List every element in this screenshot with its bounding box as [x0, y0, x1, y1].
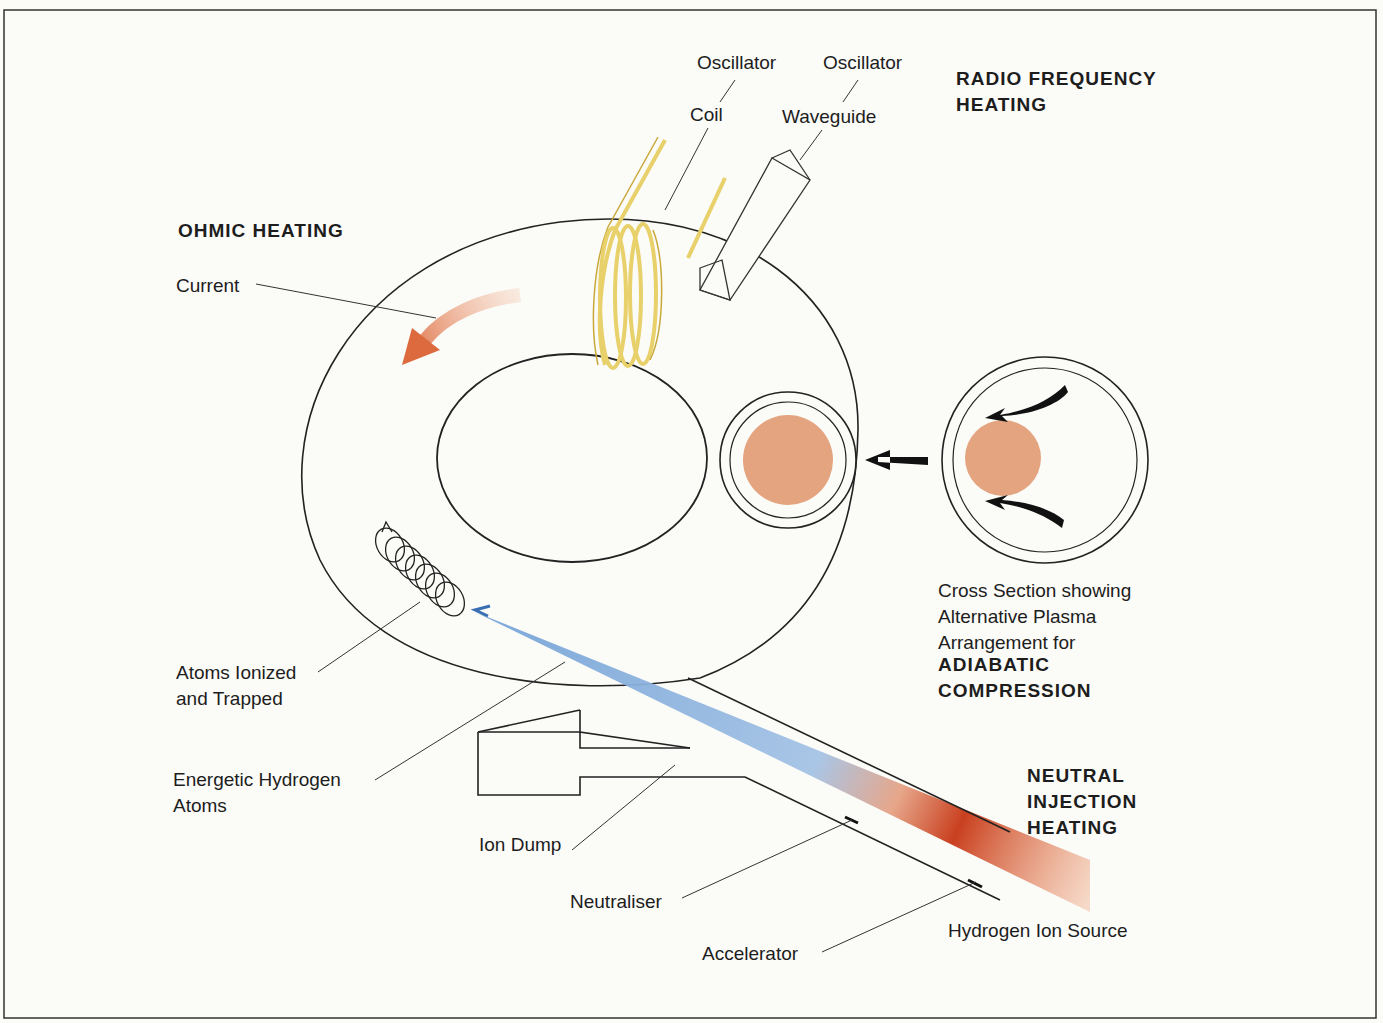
- waveguide: [688, 150, 810, 300]
- compressed-plasma: [965, 420, 1041, 496]
- beam-head: [475, 606, 490, 616]
- rf-coil: [593, 137, 665, 368]
- compression-section-inner: [953, 368, 1137, 552]
- part-label: Accelerator: [702, 941, 798, 967]
- trapped-ion-helix: [370, 522, 471, 621]
- cross-section-inner: [730, 402, 846, 518]
- part-label: Hydrogen Ion Source: [948, 918, 1128, 944]
- current-arrowhead: [402, 328, 440, 365]
- frame: [4, 10, 1376, 1018]
- helix-loop: [430, 577, 471, 621]
- part-label: Neutraliser: [570, 889, 662, 915]
- compression-arrow: [985, 495, 1064, 528]
- plasma: [743, 415, 833, 505]
- section-heading: ADIABATIC COMPRESSION: [938, 652, 1138, 704]
- compression-section: [942, 357, 1148, 563]
- part-label: Coil: [690, 102, 723, 128]
- cross-section: [720, 392, 856, 528]
- accelerator-mark: [968, 880, 982, 887]
- helix-loop: [420, 568, 461, 612]
- helix-head: [382, 522, 392, 532]
- torus-outline: [302, 219, 858, 686]
- compression-arrow: [985, 385, 1068, 422]
- part-label: Oscillator: [697, 50, 776, 76]
- part-label: Ion Dump: [479, 832, 561, 858]
- part-label: Oscillator: [823, 50, 902, 76]
- current-arrow: [425, 295, 520, 340]
- pointer-arrow: [865, 450, 928, 470]
- part-label: Atoms Ionized and Trapped: [176, 660, 326, 712]
- helix-loop: [400, 550, 441, 594]
- helix-loop: [380, 532, 421, 576]
- helix-loop: [410, 559, 451, 603]
- part-label: Energetic Hydrogen Atoms: [173, 767, 378, 819]
- note: Cross Section showing Alternative Plasma…: [938, 578, 1183, 656]
- leader-lines: [256, 80, 976, 952]
- injector-duct: [478, 678, 1010, 900]
- section-heading: RADIO FREQUENCY HEATING: [956, 66, 1206, 118]
- torus-hole: [437, 354, 707, 562]
- section-heading: NEUTRAL INJECTION HEATING: [1027, 763, 1177, 841]
- helix-loop: [390, 541, 431, 585]
- helix-loop: [370, 523, 411, 567]
- part-label: Current: [176, 273, 239, 299]
- section-heading: OHMIC HEATING: [178, 218, 344, 244]
- part-label: Waveguide: [782, 104, 876, 130]
